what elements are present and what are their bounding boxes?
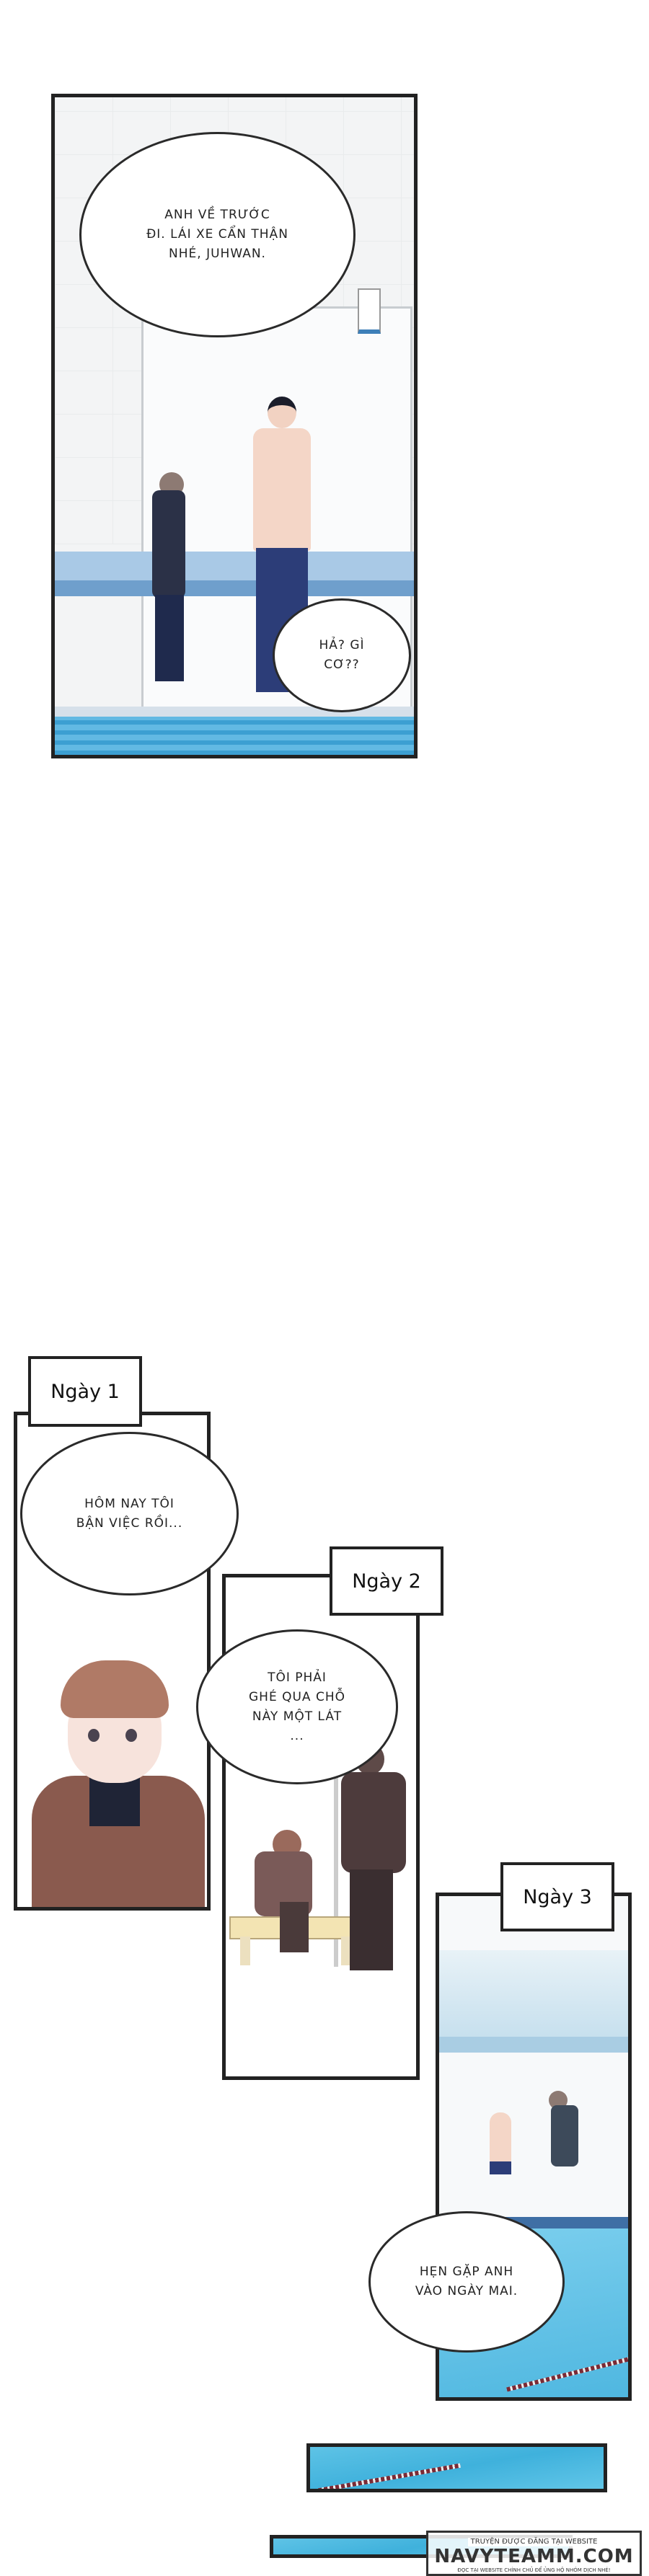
day-label: Ngày 2 xyxy=(330,1546,443,1616)
locker-room-wall xyxy=(334,1736,338,1967)
blue-wall-band-dark xyxy=(55,580,414,596)
comic-panel-pool-strip xyxy=(306,2443,607,2492)
figure-brown-hair-boy xyxy=(32,1660,207,1907)
bench-leg xyxy=(240,1937,250,1965)
figure-sitting-man xyxy=(251,1830,323,1952)
figure-standing-man xyxy=(334,1743,413,1974)
pool-wall-band xyxy=(439,1950,628,2037)
speech-bubble: Hẹn gặp anh vào ngày mai. xyxy=(368,2211,565,2353)
watermark-brand: NAVYTEAMM.COM xyxy=(434,2546,634,2567)
figure-bowing-man xyxy=(152,472,188,689)
wall-sign xyxy=(358,288,381,334)
lane-rope xyxy=(317,2463,462,2489)
figure-small-bowing-man xyxy=(547,2091,580,2170)
pool-wall-band-dark xyxy=(439,2037,628,2053)
speech-bubble: Tôi phải ghé qua chỗ này một lát ... xyxy=(196,1629,398,1784)
watermark-badge: TRUYỆN ĐƯỢC ĐĂNG TẠI WEBSITE NAVYTEAMM.C… xyxy=(426,2531,642,2576)
speech-bubble: Hả? Gì cơ?? xyxy=(273,598,411,712)
bench-leg xyxy=(341,1937,351,1965)
pool-water xyxy=(55,717,414,755)
speech-bubble: Hôm nay tôi bận việc rồi... xyxy=(20,1432,239,1595)
speech-bubble: Anh về trước đi. Lái xe cẩn thận nhé, Ju… xyxy=(79,132,356,337)
figure-small-swimmer xyxy=(490,2112,511,2177)
blue-wall-band xyxy=(55,552,414,580)
day-label: Ngày 1 xyxy=(28,1356,142,1427)
day-label: Ngày 3 xyxy=(500,1862,614,1931)
watermark-bottom-line: ĐỌC TẠI WEBSITE CHÍNH CHỦ ĐỂ ỦNG HỘ NHÓM… xyxy=(457,2567,611,2573)
watermark-top-line: TRUYỆN ĐƯỢC ĐĂNG TẠI WEBSITE xyxy=(467,2538,601,2546)
